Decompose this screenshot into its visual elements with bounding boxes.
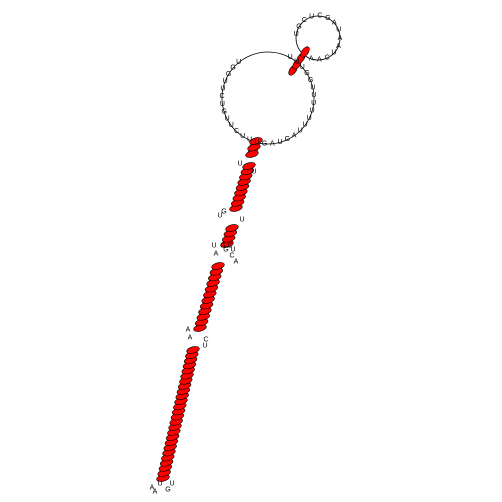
base-label: U [309, 13, 314, 20]
base-label: C [219, 93, 224, 100]
base-label: U [211, 243, 216, 250]
base-label: A [153, 489, 158, 496]
base-label: U [298, 127, 303, 134]
base-label: U [294, 31, 299, 38]
base-label: U [336, 27, 341, 34]
base-label: A [338, 35, 343, 42]
base-label: U [277, 139, 282, 146]
base-label: U [303, 122, 308, 129]
base-label: G [304, 70, 309, 77]
base-label: G [221, 108, 226, 115]
base-label: U [240, 133, 245, 140]
hairpin-loop-circle [295, 15, 341, 61]
base-label: G [262, 140, 267, 147]
base-label: A [336, 43, 341, 50]
base-pair-mark [300, 46, 310, 58]
base-label: G [165, 487, 170, 494]
base-label: C [203, 337, 208, 344]
base-label: U [251, 169, 256, 176]
multiloop-circle [221, 51, 315, 145]
base-label: A [270, 140, 275, 147]
base-label: G [223, 247, 228, 254]
base-label: U [230, 247, 235, 254]
base-label: C [227, 243, 232, 250]
base-label: G [221, 209, 226, 216]
base-label: G [308, 77, 313, 84]
base-label: C [317, 13, 322, 20]
base-label: U [229, 122, 234, 129]
base-label: C [229, 253, 234, 260]
base-label: U [239, 217, 244, 224]
base-label: G [226, 71, 231, 78]
base-label: U [236, 59, 241, 66]
base-label: A [317, 57, 322, 64]
base-label: G [296, 23, 301, 30]
base-pair-mark [186, 346, 200, 354]
base-label: A [332, 20, 337, 27]
base-label: A [309, 55, 314, 62]
base-label: C [234, 128, 239, 135]
base-label: U [220, 101, 225, 108]
base-label: U [247, 137, 252, 144]
base-label: G [230, 65, 235, 72]
base-pair-mark [242, 162, 256, 170]
base-label: A [234, 259, 239, 266]
base-label: A [150, 485, 155, 492]
base-label: U [237, 161, 242, 168]
base-label: U [223, 78, 228, 85]
base-label: U [157, 481, 162, 488]
base-pair-mark [225, 224, 239, 232]
base-label: G [325, 15, 330, 22]
base-label: U [310, 85, 315, 92]
base-label: U [217, 213, 222, 220]
base-label: G [285, 136, 290, 143]
base-label: C [302, 17, 307, 24]
base-label: U [288, 54, 293, 61]
base-pair-mark [211, 262, 225, 270]
base-pair-mark [249, 137, 263, 145]
base-label: U [300, 64, 305, 71]
base-label: A [188, 335, 193, 342]
base-label: U [225, 116, 230, 123]
base-label: U [310, 108, 315, 115]
base-label: U [294, 59, 299, 66]
base-label: U [202, 343, 207, 350]
base-label: U [311, 92, 316, 99]
base-label: A [214, 251, 219, 258]
base-label: A [292, 132, 297, 139]
base-label: A [186, 327, 191, 334]
base-pairs [156, 46, 310, 482]
base-label: G [220, 243, 225, 250]
base-label: U [169, 481, 174, 488]
base-label: U [307, 115, 312, 122]
base-label: U [220, 85, 225, 92]
base-label: U [331, 50, 336, 57]
base-label: U [254, 139, 259, 146]
base-label: U [311, 100, 316, 107]
base-label: C [325, 55, 330, 62]
